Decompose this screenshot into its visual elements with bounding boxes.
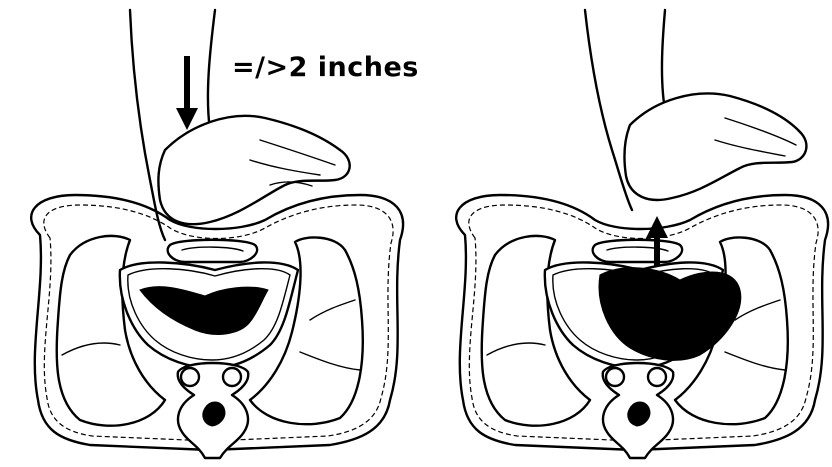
arm-right [585, 10, 632, 210]
hand-right [624, 94, 806, 200]
compression-depth-label: =/>2 inches [232, 52, 419, 83]
down-arrow-icon [176, 56, 198, 130]
arm-left [130, 10, 165, 240]
recoil-panel [456, 10, 828, 458]
